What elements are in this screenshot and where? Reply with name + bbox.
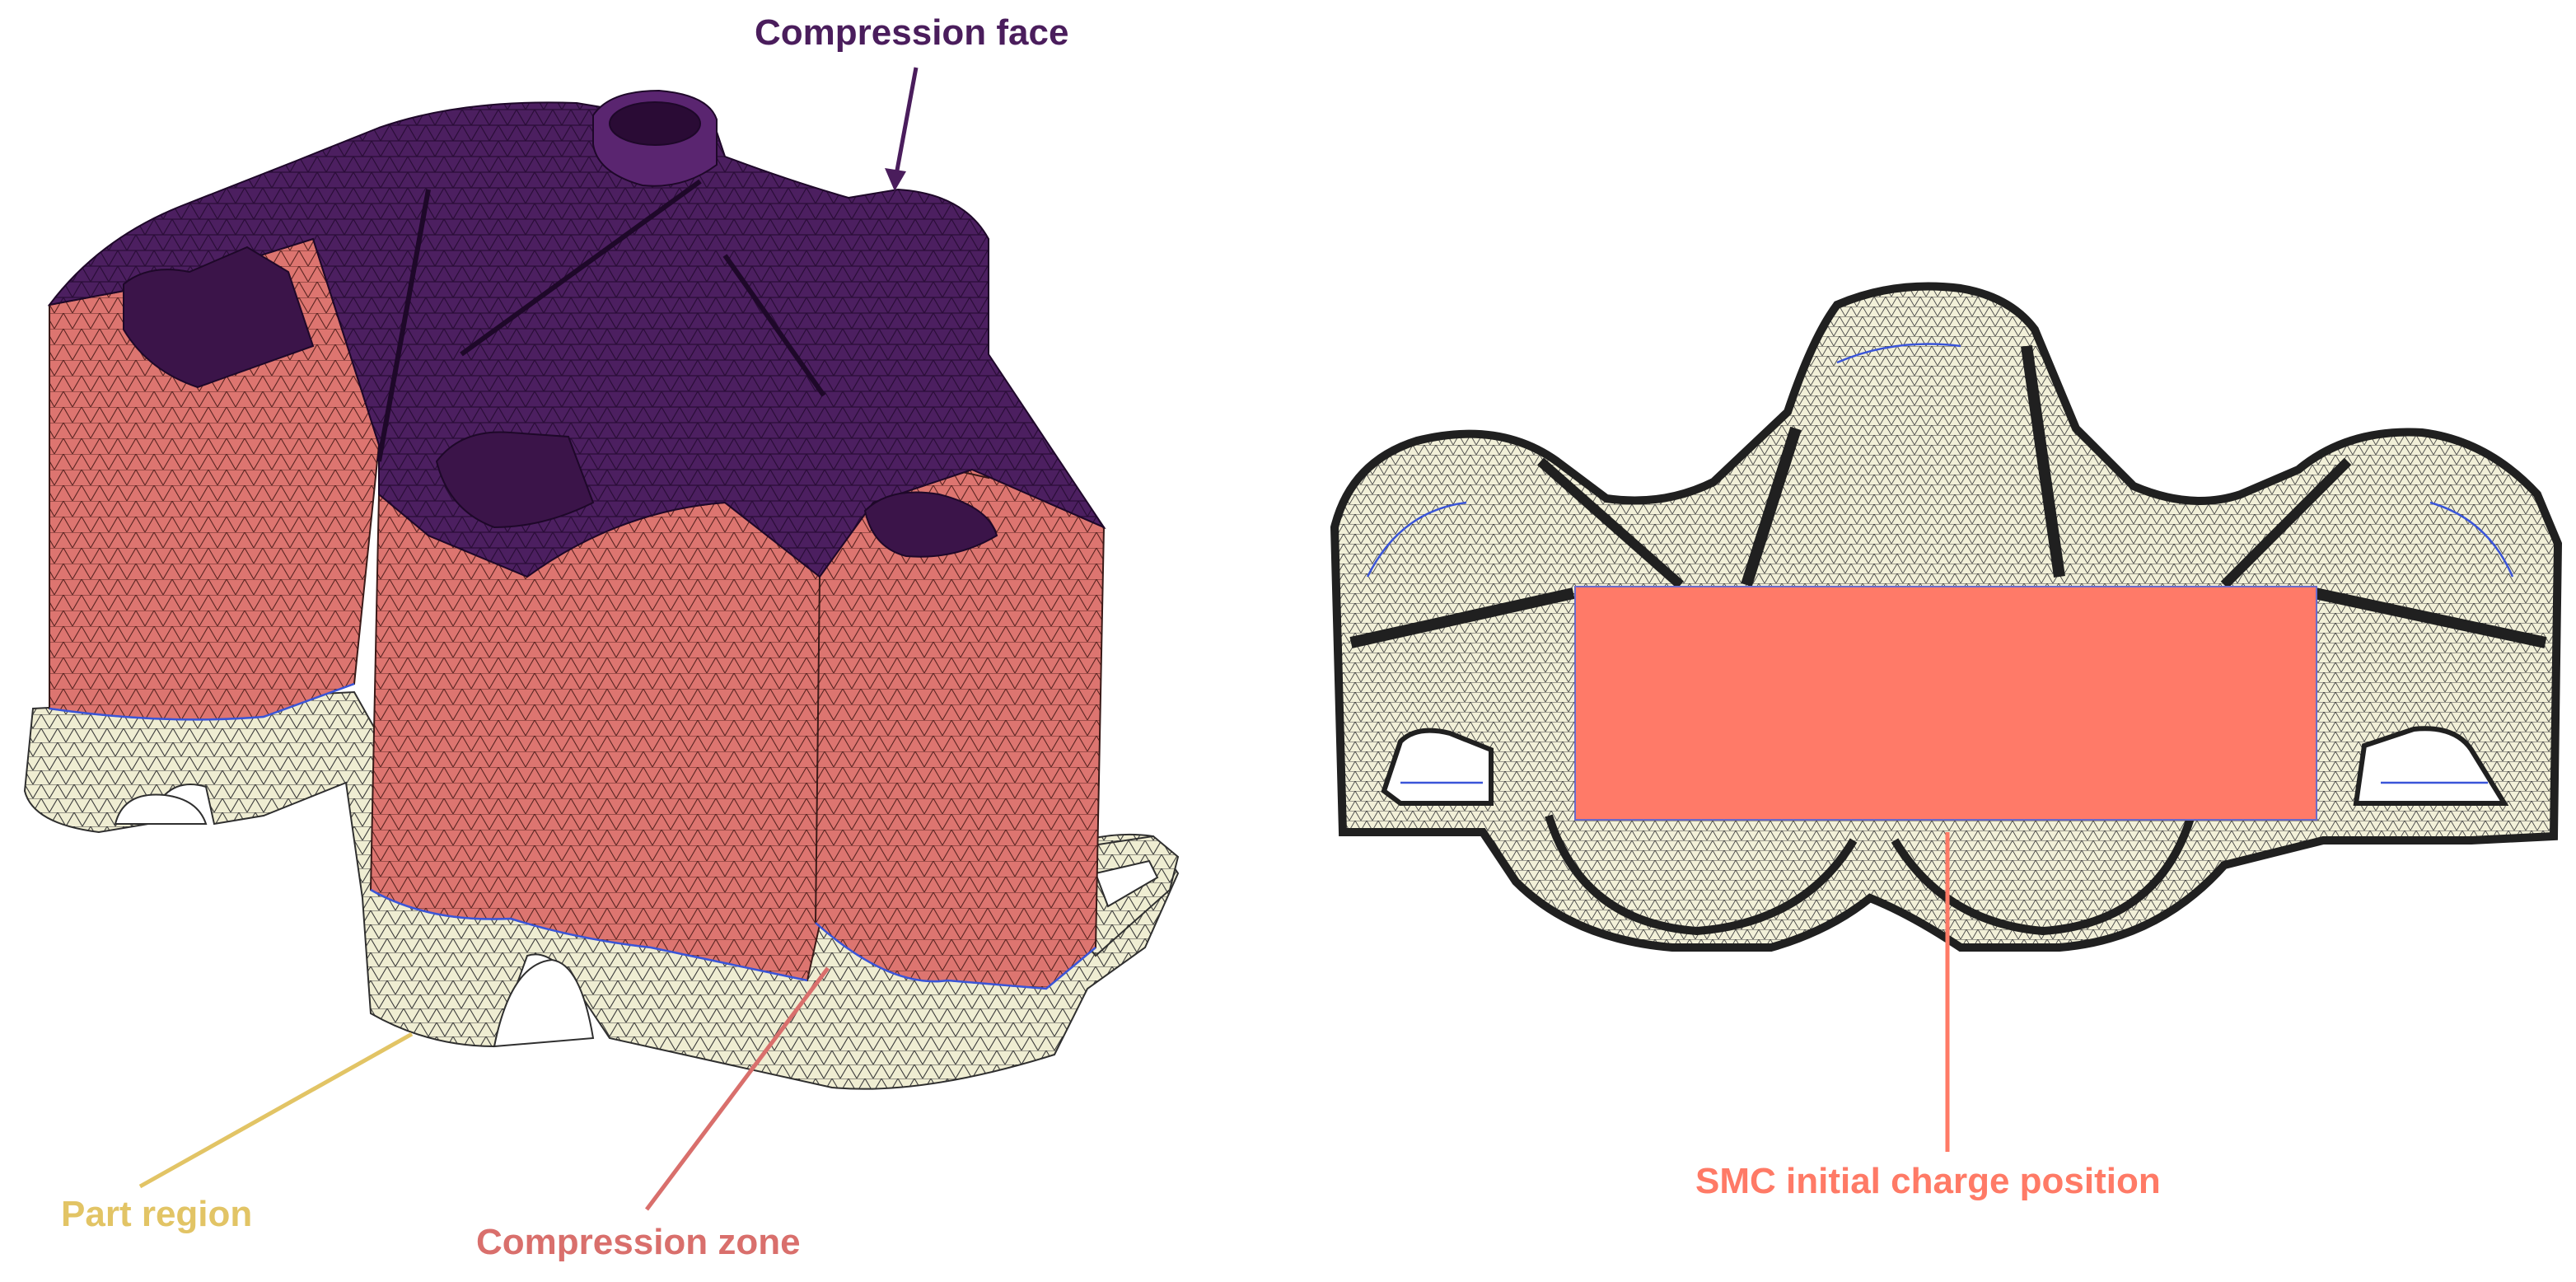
part-3d-model — [23, 89, 1180, 1090]
part-region-label: Part region — [61, 1194, 253, 1234]
compression-face-top — [47, 99, 1106, 578]
top-view-rib-center-r — [2021, 345, 2065, 578]
top-rib-3 — [722, 254, 826, 397]
top-view-rib-center-l — [1741, 426, 1802, 587]
part-region-leader — [138, 1032, 414, 1189]
compression-zone-leader — [645, 966, 830, 1211]
smc-charge-rect — [1574, 586, 2317, 821]
top-view-boundary — [1366, 343, 2514, 784]
compression-zone-label: Compression zone — [476, 1222, 801, 1262]
top-view-cutout-left — [1381, 728, 1494, 806]
top-view-cutout-right — [2353, 726, 2509, 806]
top-rib-1 — [376, 189, 431, 462]
compression-face-arrow — [894, 67, 919, 175]
top-rib-2 — [460, 179, 702, 357]
smc-charge-label: SMC initial charge position — [1695, 1161, 2161, 1201]
compression-zone-wall-center — [369, 492, 825, 982]
top-view-rib-left — [1349, 587, 1575, 648]
compression-face-label: Compression face — [755, 12, 1069, 53]
top-view-rib-diag-r — [2220, 457, 2352, 589]
flange-hole — [1094, 859, 1159, 908]
leader-arrows — [138, 67, 1950, 1211]
top-view-rib-right — [2313, 587, 2547, 648]
top-pocket-left — [123, 246, 315, 389]
zone-boundary-line — [49, 682, 1096, 990]
base-arch-left — [114, 793, 208, 825]
top-boss-hole — [609, 101, 701, 146]
base-arch-center — [493, 958, 595, 1048]
top-view-boss-right — [1891, 814, 2195, 936]
top-pocket-right — [863, 491, 998, 558]
compression-face-arrowhead — [885, 168, 906, 191]
part-top-view — [1330, 282, 2563, 952]
top-view-rib-diag-l — [1537, 457, 1684, 589]
top-pocket-center — [435, 431, 595, 529]
top-view-boss-left — [1545, 814, 1858, 936]
